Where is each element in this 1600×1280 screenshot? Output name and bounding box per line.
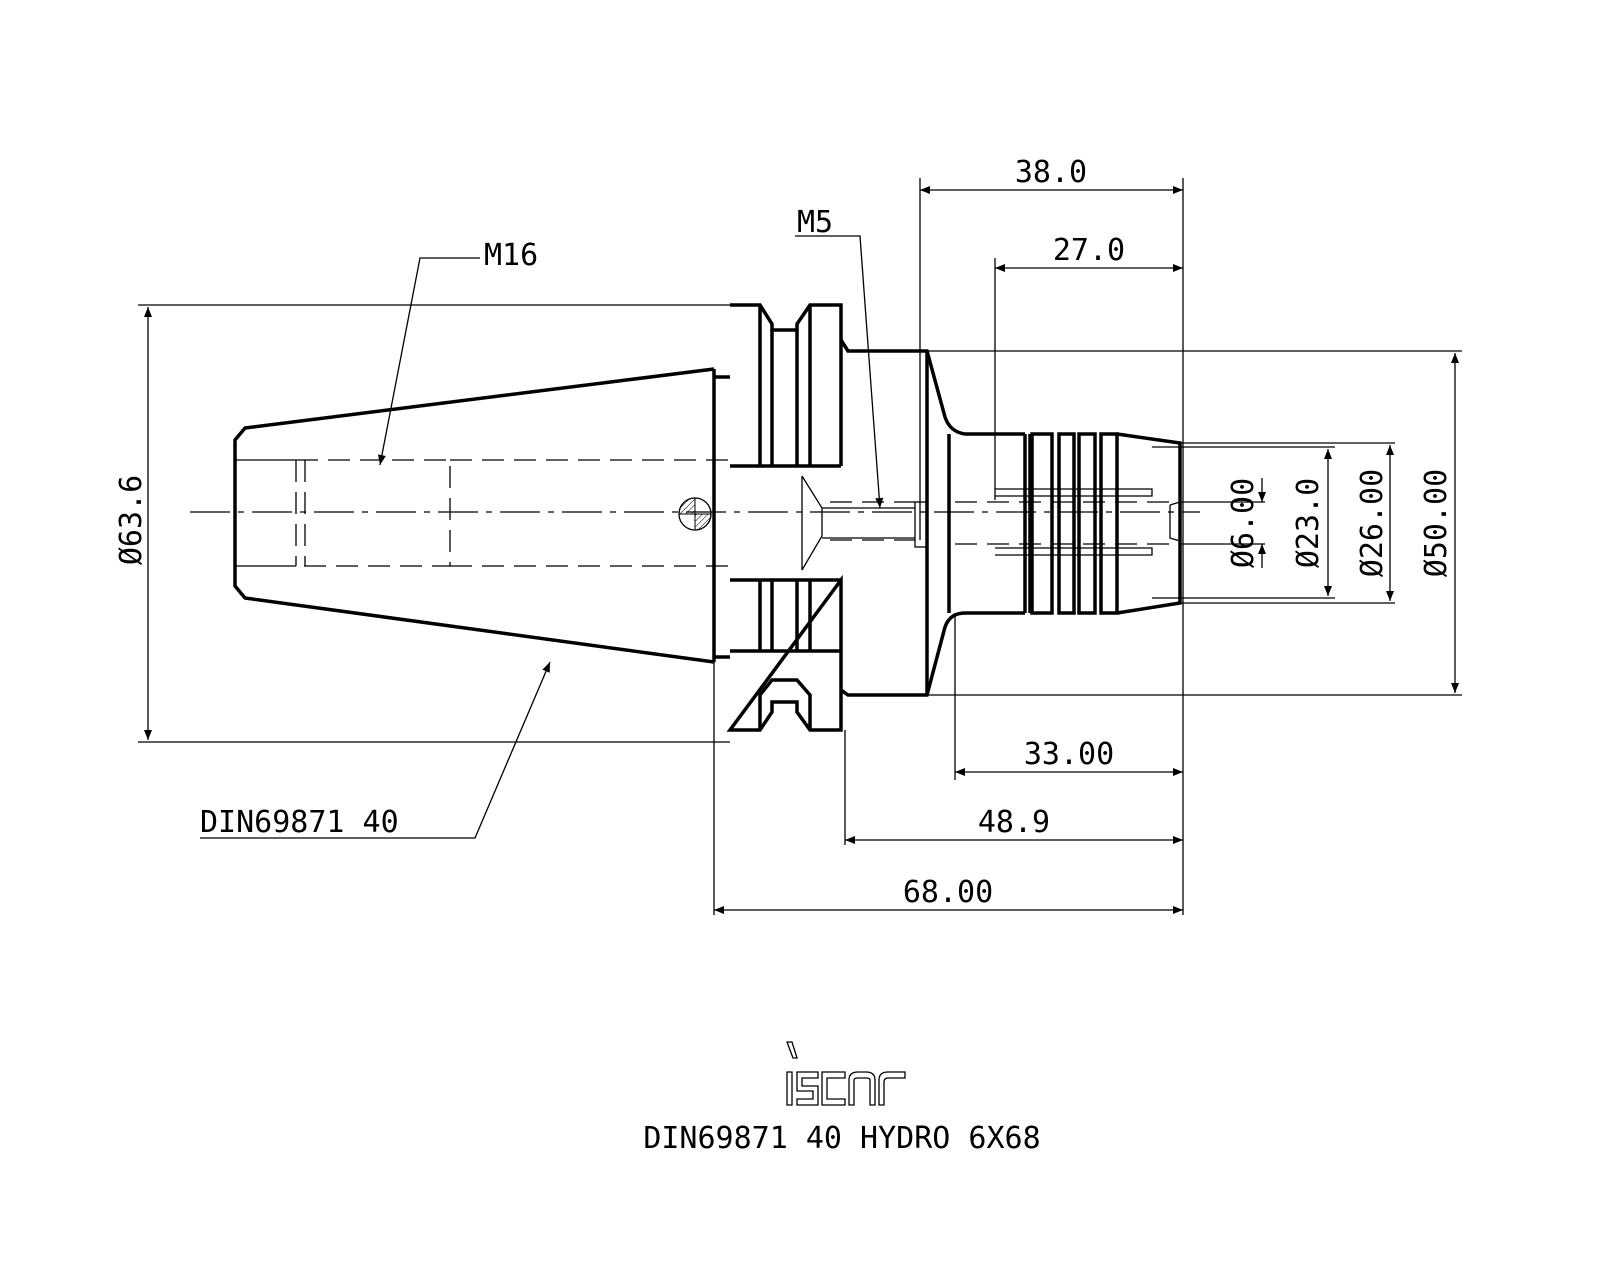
dimension-lines xyxy=(144,186,1459,914)
flange xyxy=(726,303,915,732)
dim-dia-50: Ø50.00 xyxy=(1419,469,1454,577)
dim-dia-6: Ø6.00 xyxy=(1226,478,1261,568)
dim-48-9: 48.9 xyxy=(978,805,1050,840)
drawing-title: DIN69871 40 HYDRO 6X68 xyxy=(643,1121,1040,1156)
callout-m5: M5 xyxy=(797,205,833,240)
callout-taper: DIN69871 40 xyxy=(200,805,399,840)
taper-shank xyxy=(233,367,730,664)
dim-dia-26: Ø26.00 xyxy=(1355,469,1390,577)
body xyxy=(839,339,1182,697)
dim-dia-63-6: Ø63.6 xyxy=(114,475,149,565)
dim-dia-23: Ø23.0 xyxy=(1291,478,1326,568)
extension-lines xyxy=(138,178,1462,915)
dim-38: 38.0 xyxy=(1015,155,1087,190)
callout-m16: M16 xyxy=(484,238,538,273)
dim-33: 33.00 xyxy=(1024,737,1114,772)
iscar-logo: iscar xyxy=(786,1041,906,1106)
dim-27: 27.0 xyxy=(1053,233,1125,268)
dim-68: 68.00 xyxy=(903,875,993,910)
